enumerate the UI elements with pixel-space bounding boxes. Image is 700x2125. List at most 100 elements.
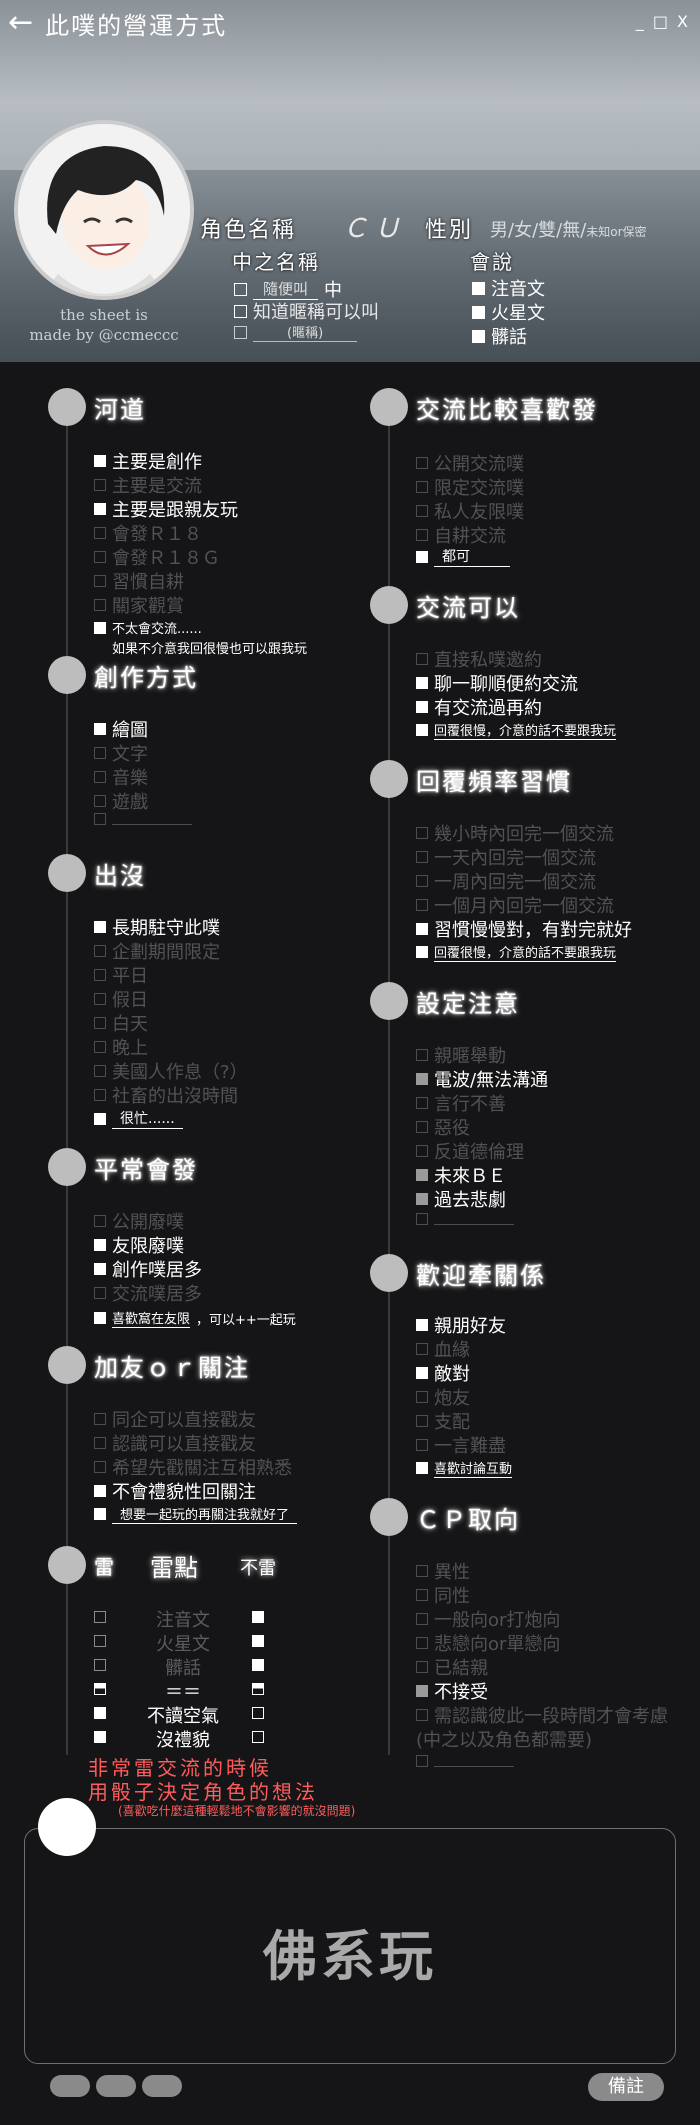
checkbox[interactable] [416,1439,428,1451]
check-item[interactable]: 私人友限噗 [416,498,524,524]
checkbox[interactable] [416,1637,428,1649]
checkbox[interactable] [416,1565,428,1577]
check-item[interactable]: 長期駐守此噗 [94,914,220,940]
checkbox[interactable] [94,921,106,933]
checkbox[interactable] [234,304,247,318]
check-item[interactable]: 不太會交流...... [94,618,202,637]
thunder-row[interactable]: 注音文 [88,1606,328,1631]
check-item[interactable]: 白天 [94,1010,148,1036]
checkbox[interactable] [94,1065,106,1077]
check-item[interactable]: 音樂 [94,764,148,790]
check-item[interactable]: 假日 [94,986,148,1012]
check-item[interactable]: 文字 [94,740,148,766]
checkbox[interactable] [416,1415,428,1427]
checkbox[interactable] [416,1145,428,1157]
check-item-other[interactable]: 想要一起玩的再關注我就好了 [94,1504,298,1524]
checkbox[interactable] [94,812,106,825]
check-item[interactable]: 關家觀賞 [94,592,184,618]
check-item[interactable]: 一般向or打炮向 [416,1606,560,1632]
check-item[interactable]: 親暱舉動 [416,1042,506,1068]
check-item[interactable]: 一天內回完一個交流 [416,844,596,870]
check-item[interactable]: 公開交流噗 [416,450,524,476]
check-item[interactable]: 公開廢噗 [94,1208,184,1234]
check-item-other[interactable]: 都可 [416,546,510,567]
page-pill[interactable] [142,2075,182,2097]
check-item[interactable]: 一周內回完一個交流 [416,868,596,894]
check-item[interactable]: 需認識彼此一段時間才會考慮 [416,1702,668,1728]
checkbox[interactable] [416,1193,428,1205]
checkbox[interactable] [94,621,106,634]
check-item[interactable]: 不會禮貌性回關注 [94,1478,256,1504]
not-thunder-checkbox[interactable] [252,1683,264,1695]
speak-option[interactable]: 髒話 [472,323,527,349]
checkbox[interactable] [416,1343,428,1355]
check-item[interactable]: 自耕交流 [416,522,506,548]
checkbox[interactable] [94,1041,106,1053]
check-item[interactable]: 炮友 [416,1384,470,1410]
thunder-row[interactable]: 不讀空氣 [88,1702,328,1727]
checkbox[interactable] [94,1437,106,1449]
not-thunder-checkbox[interactable] [252,1731,264,1743]
cn-option-other[interactable]: (暱稱) [234,322,358,342]
checkbox[interactable] [416,1073,428,1085]
checkbox[interactable] [94,771,106,783]
checkbox[interactable] [416,1709,428,1721]
checkbox[interactable] [472,329,485,343]
checkbox[interactable] [416,1367,428,1379]
check-item[interactable]: 聊一聊順便約交流 [416,670,578,696]
checkbox[interactable] [416,550,428,563]
checkbox[interactable] [416,677,428,689]
check-item[interactable]: 未來ＢＥ [416,1162,506,1188]
checkbox[interactable] [94,503,106,515]
check-item[interactable]: 創作噗居多 [94,1256,202,1282]
check-item[interactable]: 平日 [94,962,148,988]
check-item-other[interactable] [416,1212,514,1225]
checkbox[interactable] [416,457,428,469]
checkbox[interactable] [94,575,106,587]
check-item[interactable]: 主要是創作 [94,448,202,474]
checkbox[interactable] [94,551,106,563]
checkbox[interactable] [94,455,106,467]
checkbox[interactable] [416,1685,428,1697]
checkbox[interactable] [416,899,428,911]
checkbox[interactable] [94,945,106,957]
checkbox[interactable] [416,946,428,958]
check-item[interactable]: 敵對 [416,1360,470,1386]
checkbox[interactable] [416,1661,428,1673]
not-thunder-checkbox[interactable] [252,1611,264,1623]
checkbox[interactable] [416,827,428,839]
checkbox[interactable] [416,529,428,541]
thunder-row[interactable]: 髒話 [88,1654,328,1679]
speak-option[interactable]: 注音文 [472,275,545,301]
checkbox[interactable] [94,1485,106,1497]
checkbox[interactable] [94,527,106,539]
check-item-other[interactable] [416,1754,514,1767]
checkbox[interactable] [94,1461,106,1473]
check-item[interactable]: 主要是跟親友玩 [94,496,238,522]
checkbox[interactable] [94,479,106,491]
checkbox[interactable] [94,993,106,1005]
check-item[interactable]: 一言難盡 [416,1432,506,1458]
checkbox[interactable] [416,1121,428,1133]
check-item[interactable]: 限定交流噗 [416,474,524,500]
checkbox[interactable] [416,851,428,863]
checkbox[interactable] [416,1589,428,1601]
check-item[interactable]: 晚上 [94,1034,148,1060]
check-item-other[interactable]: 回覆很慢，介意的話不要跟我玩 [416,720,617,740]
not-thunder-checkbox[interactable] [252,1659,264,1671]
checkbox[interactable] [416,1462,428,1474]
checkbox[interactable] [416,481,428,493]
checkbox[interactable] [94,1112,106,1125]
check-item[interactable]: 異性 [416,1558,470,1584]
checkbox[interactable] [416,1049,428,1061]
checkbox[interactable] [416,653,428,665]
thunder-checkbox[interactable] [94,1611,106,1623]
thunder-checkbox[interactable] [94,1659,106,1671]
check-item[interactable]: 習慣自耕 [94,568,184,594]
checkbox[interactable] [416,923,428,935]
checkbox[interactable] [94,1312,106,1324]
check-item[interactable]: 直接私噗邀約 [416,646,542,672]
check-item[interactable]: 遊戲 [94,788,148,814]
checkbox[interactable] [416,505,428,517]
check-item[interactable]: 企劃期間限定 [94,938,220,964]
